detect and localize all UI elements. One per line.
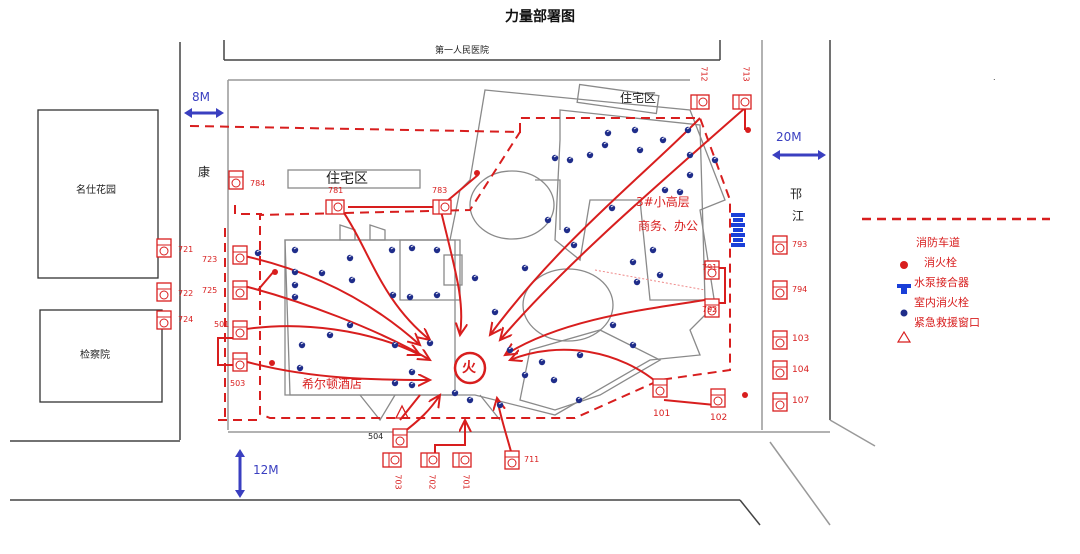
unit-793: 793 [792, 240, 808, 249]
hydrants [269, 127, 751, 398]
rescue-window-symbol [394, 404, 410, 419]
unit-104: 104 [792, 365, 810, 375]
unit-791: 791 [702, 263, 718, 272]
legend-pump: 水泵接合器 [914, 272, 1058, 292]
legend-hydrant-label: 消火栓 [924, 256, 957, 269]
unit-794: 794 [792, 285, 808, 294]
unit-792: 792 [702, 305, 718, 314]
unit-725: 725 [202, 286, 218, 295]
unit-504: 504 [368, 432, 384, 441]
unit-102: 102 [710, 413, 728, 423]
legend-rescue-window: 紧急救援窗口 [914, 312, 1058, 332]
unit-713: 713 [741, 66, 751, 82]
road-width-arrows [184, 108, 826, 498]
unit-721: 721 [178, 245, 194, 254]
unit-702: 702 [427, 474, 437, 490]
area-procuratorate: 检察院 [80, 350, 110, 361]
unit-503: 503 [230, 379, 246, 388]
area-hospital: 第一人民医院 [435, 46, 490, 56]
roads [10, 40, 876, 526]
legend-indoor-hydrant: 室内消火栓 [914, 292, 1058, 312]
area-garden: 名仕花园 [76, 185, 116, 196]
road-width-right: 20M [776, 130, 802, 144]
street-jiang: 江 [792, 209, 805, 223]
area-residential-1: 住宅区 [620, 91, 657, 105]
deployment-lines [217, 106, 746, 456]
fire-label: 火 [462, 360, 476, 376]
legend: 消防车道 消火栓 水泵接合器 室内消火栓 紧急救援窗口 [858, 232, 1058, 332]
unit-101: 101 [653, 409, 671, 419]
street-xing: 邗 [790, 187, 803, 201]
fire-trucks [156, 94, 788, 470]
campus-buildings [284, 83, 726, 422]
garden-building [37, 109, 159, 279]
legend-lane: 消防车道 [916, 236, 960, 249]
road-width-top-left: 8M [192, 90, 210, 104]
road-width-bottom: 12M [253, 463, 279, 477]
fire-lanes [189, 117, 1050, 421]
unit-103: 103 [792, 334, 810, 344]
pump-adapter-symbol [731, 213, 745, 247]
legend-indoor-hydrant-label: 室内消火栓 [914, 296, 969, 309]
unit-501: 501 [214, 320, 230, 329]
diagram-title: 力量部署图 [505, 9, 575, 25]
svg-text:.: . [993, 73, 996, 82]
unit-712: 712 [699, 66, 709, 82]
unit-783: 783 [432, 186, 448, 195]
unit-724: 724 [178, 315, 194, 324]
legend-rescue-window-label: 紧急救援窗口 [914, 316, 980, 329]
unit-781: 781 [328, 186, 344, 195]
unit-723: 723 [202, 255, 218, 264]
legend-pump-label: 水泵接合器 [914, 276, 969, 289]
unit-711: 711 [524, 455, 540, 464]
unit-784: 784 [250, 179, 266, 188]
area-hotel: 希尔顿酒店 [302, 377, 363, 391]
unit-107: 107 [792, 396, 810, 406]
fire-symbol [453, 351, 487, 385]
area-highrise: 3#小高层 [636, 195, 690, 209]
unit-703: 703 [393, 474, 403, 490]
area-residential-2: 住宅区 [326, 171, 368, 187]
procuratorate-building [39, 309, 163, 403]
unit-722: 722 [178, 289, 194, 298]
unit-701: 701 [461, 474, 471, 490]
area-highrise-use: 商务、办公 [638, 219, 699, 233]
legend-hydrant: 消火栓 [924, 252, 1058, 272]
legend-symbols [896, 261, 912, 343]
street-kang: 康 [198, 165, 211, 179]
